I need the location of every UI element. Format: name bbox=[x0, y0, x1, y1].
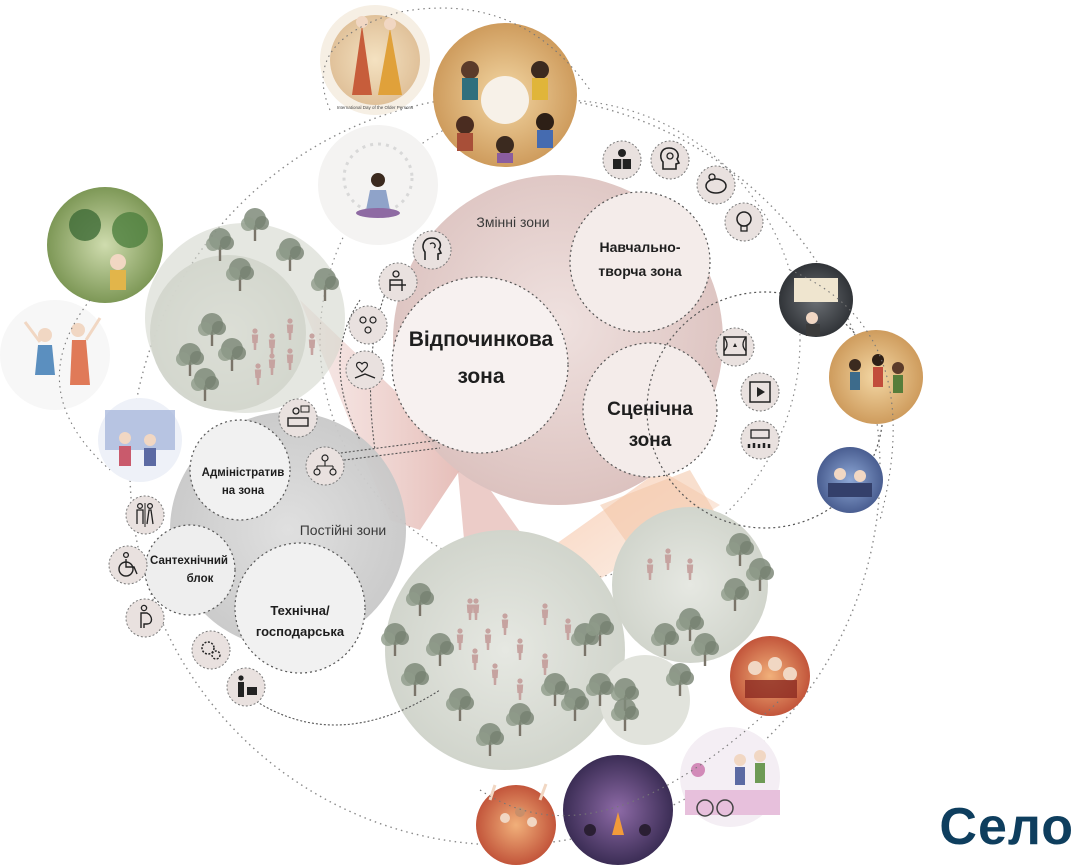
photo-elderly-day: International Day of the Older Persons bbox=[320, 5, 430, 115]
education-zone-label-line1: Навчально- bbox=[599, 239, 680, 255]
technical-zone-circle bbox=[234, 542, 366, 674]
brand-logo-text: Село bbox=[939, 798, 1074, 856]
photo-meditation bbox=[318, 125, 438, 245]
sanitary-zone-label-line2: блок bbox=[187, 573, 214, 585]
group-meditation-icon bbox=[348, 305, 388, 345]
photo-orbit-left bbox=[58, 299, 111, 471]
org-chart-icon bbox=[305, 446, 345, 486]
zone-connector bbox=[239, 269, 441, 726]
concert-crowd-icon bbox=[740, 420, 780, 460]
piggy-bank-icon bbox=[696, 165, 736, 205]
reading-icon bbox=[602, 140, 642, 180]
reader-chair-icon bbox=[378, 262, 418, 302]
flow-wedge-red bbox=[300, 300, 470, 530]
hands-hearts-icon bbox=[345, 350, 385, 390]
rest-zone-label-line2: зона bbox=[457, 365, 504, 388]
photo-park-walk bbox=[680, 727, 780, 827]
stage-zone-circle bbox=[582, 342, 718, 478]
admin-zone-label-line1: Адміністратив bbox=[202, 467, 285, 479]
restroom-icon bbox=[125, 495, 165, 535]
theater-stage-icon bbox=[715, 327, 755, 367]
photo-exercise bbox=[0, 300, 110, 410]
stage-zone-label-line2: зона bbox=[629, 430, 672, 451]
film-icon bbox=[740, 372, 780, 412]
park-halo-left bbox=[145, 223, 345, 413]
education-zone-label-line2: творча зона bbox=[598, 263, 681, 279]
head-gears-icon bbox=[650, 140, 690, 180]
technical-zone-label-line1: Технічна/ bbox=[270, 603, 330, 618]
gears-icon bbox=[191, 630, 231, 670]
sanitary-zone-label-line1: Сантехнічний bbox=[150, 555, 228, 567]
admin-zone-label-line2: на зона bbox=[222, 485, 265, 497]
lightbulb-icon bbox=[724, 202, 764, 242]
reception-desk-icon bbox=[278, 398, 318, 438]
education-zone-circle bbox=[569, 191, 711, 333]
pregnant-icon bbox=[125, 598, 165, 638]
stage-zone-label-line1: Сценічна bbox=[607, 399, 693, 420]
photo-festival-crowd bbox=[476, 783, 556, 865]
rest-zone-label-line1: Відпочинкова bbox=[409, 328, 554, 351]
cleaner-icon bbox=[226, 667, 266, 707]
photo-friends-selfie bbox=[730, 636, 810, 716]
sanitary-zone-circle bbox=[144, 524, 236, 616]
changeable-zones-label: Змінні зони bbox=[476, 214, 549, 230]
photo-cinema-screen bbox=[779, 263, 853, 337]
photo-campfire bbox=[563, 755, 673, 865]
rest-zone-circle bbox=[391, 276, 569, 454]
admin-zone-circle bbox=[189, 419, 291, 521]
photo-group-workshop bbox=[433, 23, 577, 167]
wheelchair-icon bbox=[108, 545, 148, 585]
photo-elderly-day-caption: International Day of the Older Persons bbox=[337, 105, 414, 110]
photo-garden bbox=[47, 187, 163, 303]
head-brain-icon bbox=[412, 230, 452, 270]
technical-zone-label-line2: господарська bbox=[256, 624, 345, 639]
photo-market-crowd bbox=[829, 330, 923, 424]
park-circle-bottom bbox=[385, 530, 625, 770]
permanent-zones-label: Постійні зони bbox=[300, 522, 387, 538]
photo-orbit-top bbox=[322, 7, 591, 111]
photo-elderly-care bbox=[98, 398, 182, 482]
photo-audience bbox=[817, 447, 883, 513]
